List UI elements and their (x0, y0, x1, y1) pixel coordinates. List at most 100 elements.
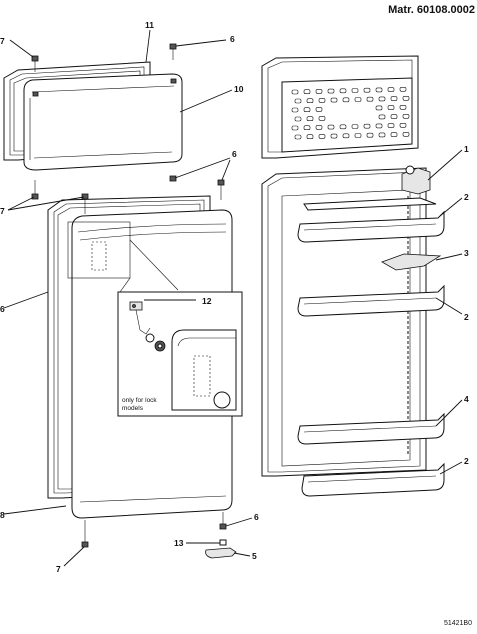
callout-numbers: 7 11 6 10 6 7 6 8 7 6 13 5 1 2 3 2 4 2 (0, 20, 469, 574)
vent-hole (318, 134, 326, 139)
vent-hole (318, 116, 326, 121)
vent-hole (366, 132, 374, 138)
vent-hole (375, 105, 383, 111)
vent-hole (402, 114, 410, 119)
callout-2: 2 (464, 192, 469, 202)
vent-hole (378, 96, 386, 102)
callout-5: 5 (252, 551, 257, 561)
vent-hole (351, 88, 359, 93)
callout-12: 12 (202, 296, 212, 306)
vent-hole (306, 134, 314, 139)
vent-hole (339, 88, 347, 94)
vent-hole (303, 89, 311, 94)
vent-hole (399, 105, 407, 110)
drawing-number: Matr. 60108.0002 (388, 4, 475, 16)
vent-hole (366, 96, 374, 102)
vent-hole (363, 87, 371, 93)
washer-icon (219, 539, 227, 546)
vent-hole (342, 133, 350, 139)
callout-6-side: 6 (0, 304, 5, 314)
dairy-compartment (303, 197, 437, 211)
vent-hole (363, 123, 371, 129)
screw-icon (81, 520, 89, 548)
fridge-door-assembly (47, 195, 233, 519)
vent-hole (327, 124, 335, 130)
callout-2: 2 (464, 312, 469, 322)
vent-hole (354, 133, 362, 138)
freezer-door-assembly (3, 61, 183, 171)
vent-hole (378, 114, 386, 120)
vent-hole (315, 125, 323, 130)
vent-hole (315, 89, 323, 94)
inset-door-corner (171, 329, 237, 411)
vent-hole (375, 123, 383, 129)
vent-hole (387, 123, 395, 128)
vent-hole (315, 107, 323, 112)
vent-hole (390, 132, 398, 137)
vent-hole (399, 123, 407, 128)
liner-clip (32, 91, 39, 97)
freezer-vent-holes (291, 87, 410, 140)
vent-hole (291, 89, 299, 95)
callout-4: 4 (464, 394, 469, 404)
vent-hole (402, 96, 410, 101)
vent-hole (291, 107, 299, 113)
leader-lines (3, 29, 463, 567)
lock-area-marker (67, 221, 131, 279)
callout-10: 10 (234, 84, 244, 94)
vent-hole (330, 133, 338, 139)
callout-7: 7 (0, 206, 5, 216)
vent-hole (378, 132, 386, 138)
inset-note-line1: only for lock (122, 397, 157, 404)
vent-hole (303, 125, 311, 130)
top-hinge-cover (401, 167, 431, 195)
screw-icon (31, 55, 39, 72)
screws (31, 43, 237, 559)
callout-6: 6 (232, 149, 237, 159)
vent-hole (294, 134, 302, 140)
callout-13: 13 (174, 538, 184, 548)
vent-hole (342, 97, 350, 103)
liner-clip (170, 78, 177, 84)
vent-hole (303, 107, 311, 112)
lock-detail-inset: 12 only for lock models (117, 291, 243, 417)
vent-hole (390, 114, 398, 119)
vent-hole (327, 88, 335, 94)
screw-icon (169, 43, 177, 60)
vent-hole (330, 97, 338, 103)
vent-hole (294, 116, 302, 122)
door-shelf-bottom (301, 462, 445, 497)
vent-hole (294, 98, 302, 104)
inset-note-line2: models (122, 405, 144, 412)
callout-1: 1 (464, 144, 469, 154)
vent-hole (402, 132, 410, 137)
callout-8: 8 (0, 510, 5, 520)
lock-cylinder (145, 333, 155, 343)
callout-7: 7 (0, 36, 5, 46)
vent-hole (354, 97, 362, 102)
callout-2: 2 (464, 456, 469, 466)
callout-6: 6 (254, 512, 259, 522)
vent-hole (306, 116, 314, 121)
door-shelves (297, 197, 445, 497)
screw-icon (169, 175, 177, 182)
vent-hole (351, 124, 359, 129)
vent-hole (390, 96, 398, 101)
callout-6: 6 (230, 34, 235, 44)
callout-7: 7 (56, 564, 61, 574)
screw-icon (217, 179, 225, 200)
screw-icon (81, 193, 89, 214)
lock-knob (213, 391, 231, 409)
screw-icon (219, 512, 227, 530)
vent-hole (387, 87, 395, 92)
lock-body (129, 301, 143, 311)
egg-tray (381, 253, 442, 271)
cabinet-assembly (261, 55, 431, 477)
freezer-door-liner (23, 73, 183, 171)
callout-3: 3 (464, 248, 469, 258)
screw-icon (31, 180, 39, 200)
diagram-code: 51421B0 (444, 620, 472, 627)
callout-11: 11 (145, 20, 154, 30)
vent-hole (399, 87, 407, 92)
